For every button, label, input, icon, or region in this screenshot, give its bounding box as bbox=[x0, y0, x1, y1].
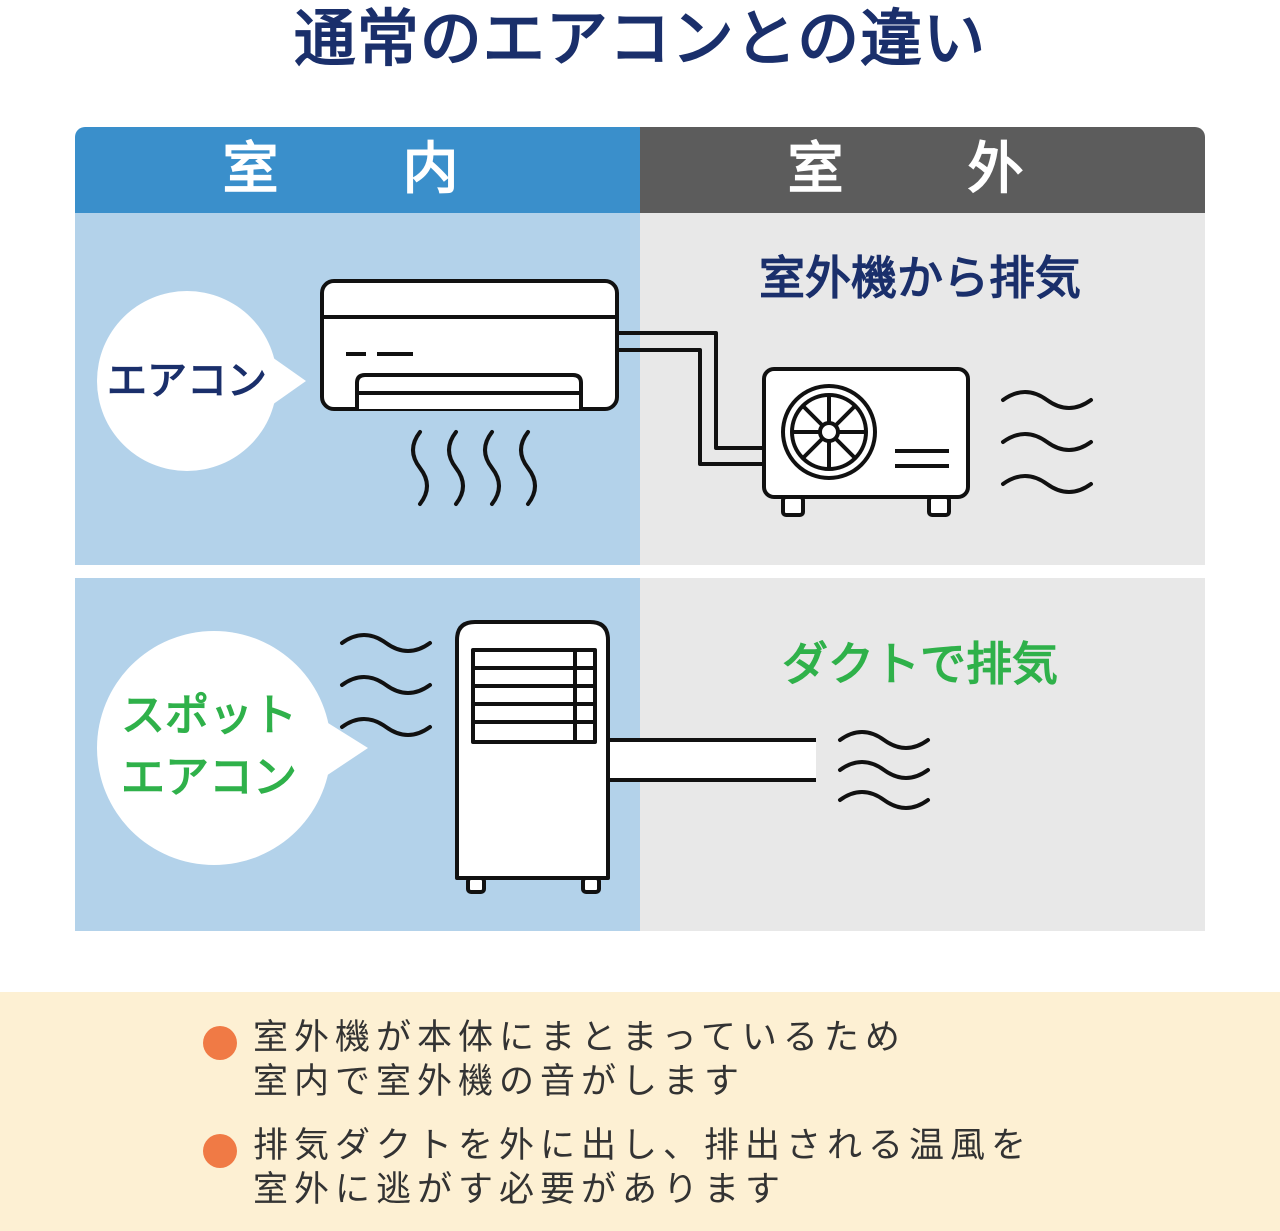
exhaust-duct-icon bbox=[600, 738, 816, 782]
indoor-header: 室 内 bbox=[75, 127, 640, 213]
note-line: 室内で室外機の音がします bbox=[253, 1062, 746, 1102]
outdoor-exhaust-waves-icon bbox=[1001, 390, 1093, 494]
spot-aircon-label-line2: エアコン bbox=[121, 752, 297, 803]
note-item: 室外機が本体にまとまっているため 室内で室外機の音がします bbox=[203, 1016, 1205, 1106]
cold-air-icon bbox=[411, 430, 537, 506]
note-line: 排気ダクトを外に出し、排出される温風を bbox=[253, 1126, 1033, 1166]
refrigerant-pipe-icon bbox=[617, 331, 764, 466]
page-title: 通常のエアコンとの違い bbox=[293, 2, 987, 75]
outdoor-header: 室 外 bbox=[640, 127, 1205, 213]
spot-aircon-label-line1: スポット bbox=[121, 690, 297, 741]
wall-aircon-icon bbox=[320, 279, 619, 411]
note-item: 排気ダクトを外に出し、排出される温風を 室外に逃がす必要があります bbox=[203, 1124, 1205, 1214]
aircon-speech-bubble bbox=[97, 291, 306, 471]
bullet-icon bbox=[203, 1134, 237, 1168]
bullet-icon bbox=[203, 1026, 237, 1060]
indoor-heat-waves-icon bbox=[340, 633, 432, 737]
note-line: 室外機が本体にまとまっているため bbox=[253, 1018, 906, 1058]
spot-aircon-speech-bubble bbox=[97, 631, 368, 865]
outdoor-unit-exhaust-caption: 室外機から排気 bbox=[759, 251, 1081, 305]
note-line: 室外に逃がす必要があります bbox=[253, 1170, 787, 1210]
duct-exhaust-waves-icon bbox=[838, 730, 930, 810]
outdoor-unit-icon bbox=[762, 367, 970, 517]
aircon-label: エアコン bbox=[107, 358, 267, 404]
duct-exhaust-caption: ダクトで排気 bbox=[782, 637, 1058, 691]
spot-aircon-icon bbox=[455, 620, 610, 894]
